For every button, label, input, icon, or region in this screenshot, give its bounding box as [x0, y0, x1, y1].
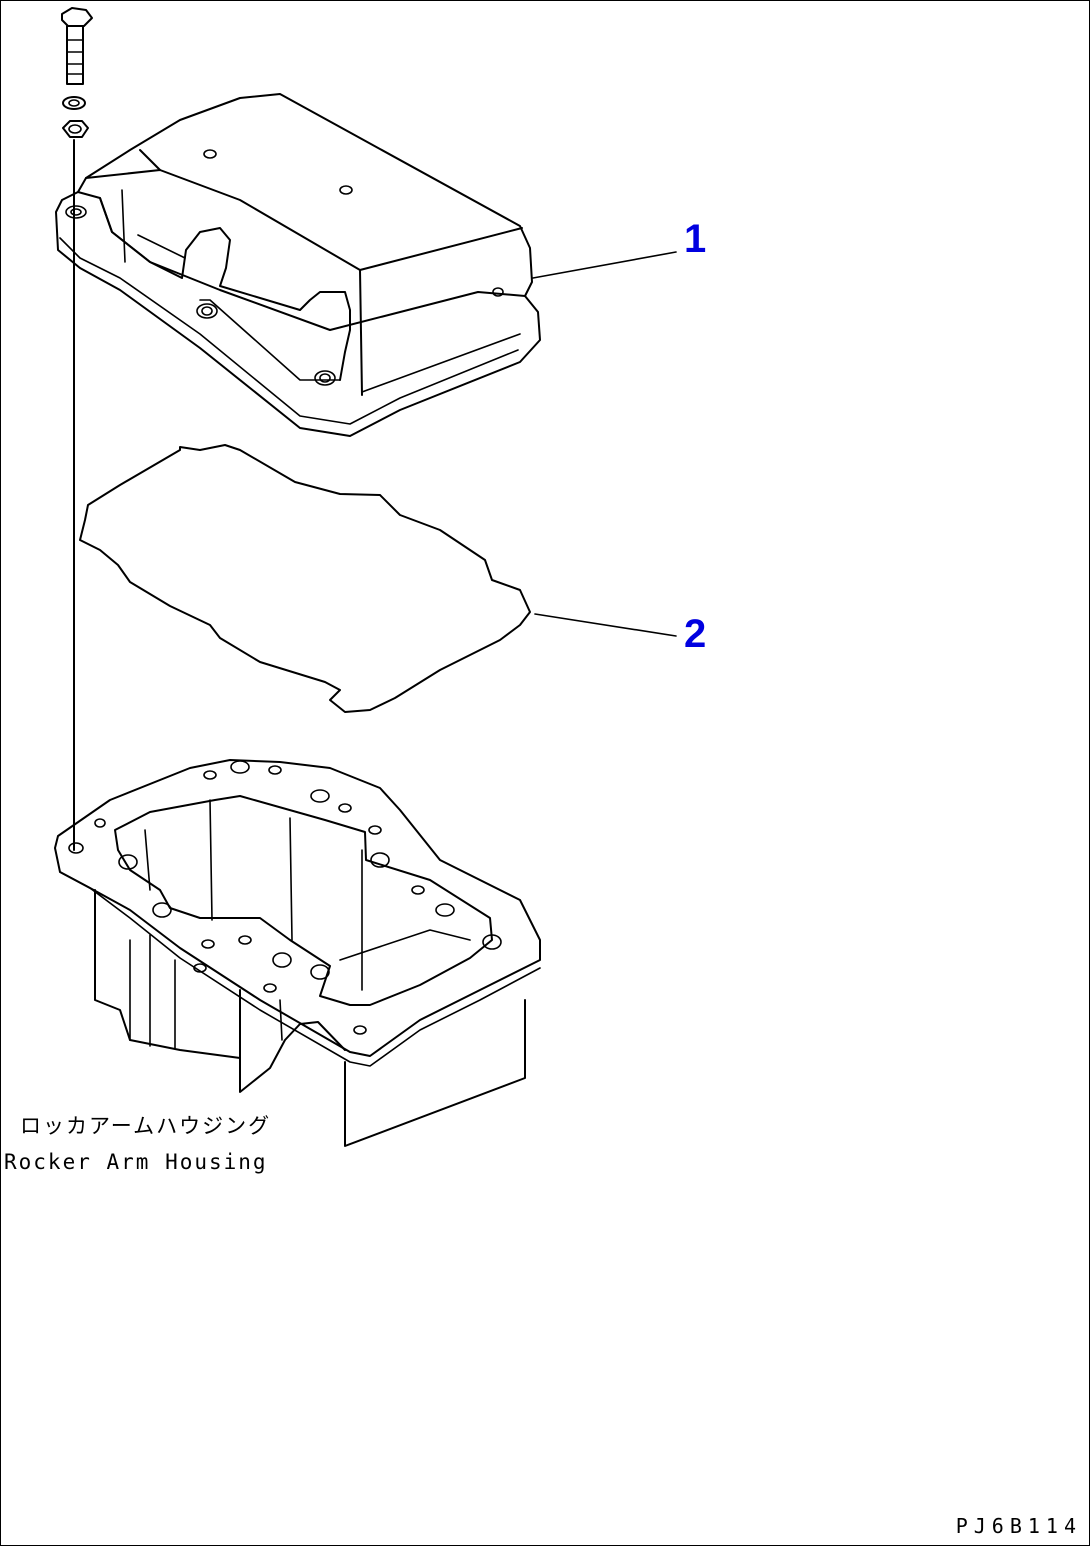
washer-flat [62, 120, 89, 138]
callout-2: 2 [684, 612, 707, 656]
rocker-arm-housing [54, 759, 541, 1147]
leader-line-1 [532, 251, 677, 279]
drawing-code: PJ6B114 [955, 1514, 1082, 1538]
washer-spring [62, 96, 86, 110]
caption-english: Rocker Arm Housing [4, 1150, 268, 1174]
leader-line-2 [534, 613, 677, 637]
cylinder-head-cover [55, 93, 541, 437]
callout-1: 1 [684, 217, 707, 261]
caption-japanese: ロッカアームハウジング [20, 1114, 272, 1138]
mounting-bolt [61, 7, 93, 85]
head-cover-gasket [79, 444, 531, 713]
